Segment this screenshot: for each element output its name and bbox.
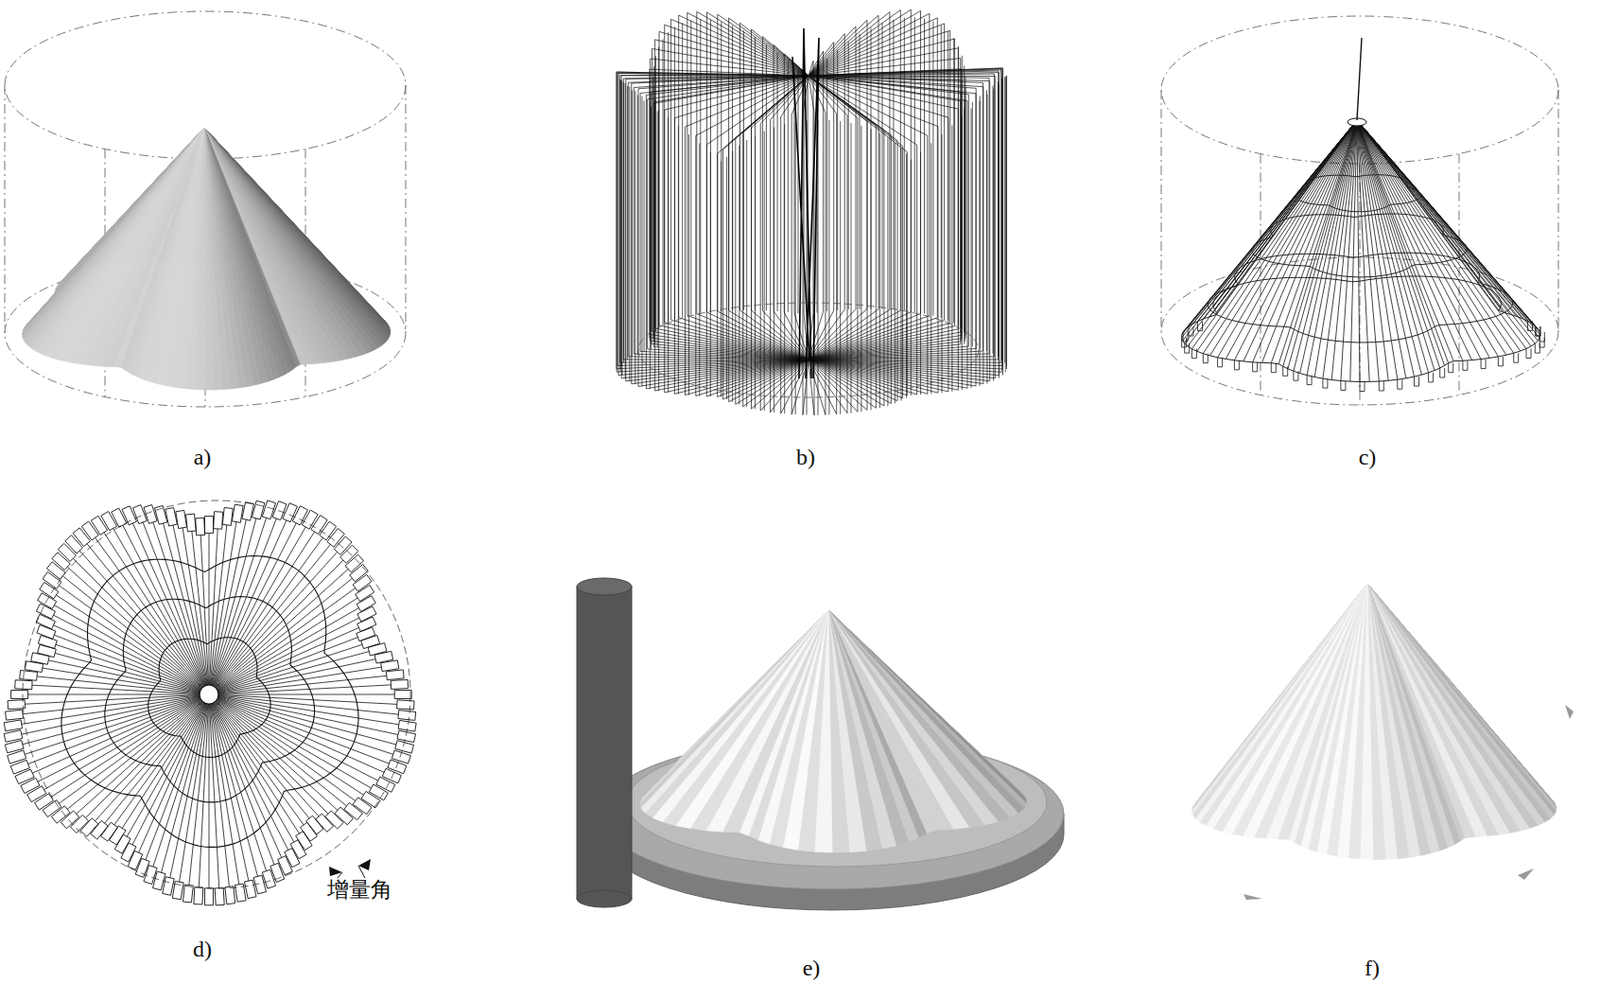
step-outline (3, 500, 417, 905)
cylinder-line (4, 85, 6, 333)
chip-fragment (1517, 868, 1534, 880)
cylinder-line (1558, 89, 1560, 331)
cone-facet (204, 127, 239, 389)
panel-label: d) (192, 936, 212, 961)
tool-axis (1356, 37, 1362, 121)
chip-fragment (1243, 893, 1263, 900)
cylinder-line (1459, 154, 1461, 396)
center-hole (199, 684, 219, 704)
cone-facet (815, 609, 833, 853)
radial-lines (21, 517, 400, 887)
cone-facet (1360, 583, 1374, 859)
cone-facet (204, 127, 214, 390)
contour-curve (1207, 252, 1513, 343)
cone-facet (204, 127, 223, 390)
cutting-tool (576, 577, 632, 595)
cylinder-line (1161, 89, 1163, 331)
contour-curve (1295, 174, 1422, 212)
panel-label: a) (193, 444, 212, 470)
cylinder-line (405, 85, 407, 333)
center-spikes (792, 28, 819, 379)
panel-label: c) (1358, 444, 1377, 470)
contour-curve (1252, 213, 1468, 278)
angle-label: 增量角 (325, 877, 395, 902)
contour-curve (148, 637, 271, 758)
contour-curve (104, 596, 315, 802)
contour-curve (61, 556, 359, 848)
dashed-circle (638, 302, 979, 398)
wire-lines (1182, 120, 1546, 392)
cone-facet (204, 127, 231, 390)
cutting-tool (576, 889, 632, 907)
chip-fragment (1565, 704, 1574, 719)
section-planes (616, 9, 1008, 416)
panel-label: b) (796, 444, 816, 470)
panel-label: f) (1364, 955, 1380, 980)
contour-curve (1182, 276, 1541, 383)
panel-label: e) (802, 955, 821, 980)
cone-facet (1367, 583, 1409, 859)
cone-facet (196, 127, 206, 390)
cone-facet (828, 609, 867, 853)
cone-facet (180, 127, 205, 389)
cutting-tool (576, 586, 632, 899)
cone-facet (188, 127, 205, 390)
